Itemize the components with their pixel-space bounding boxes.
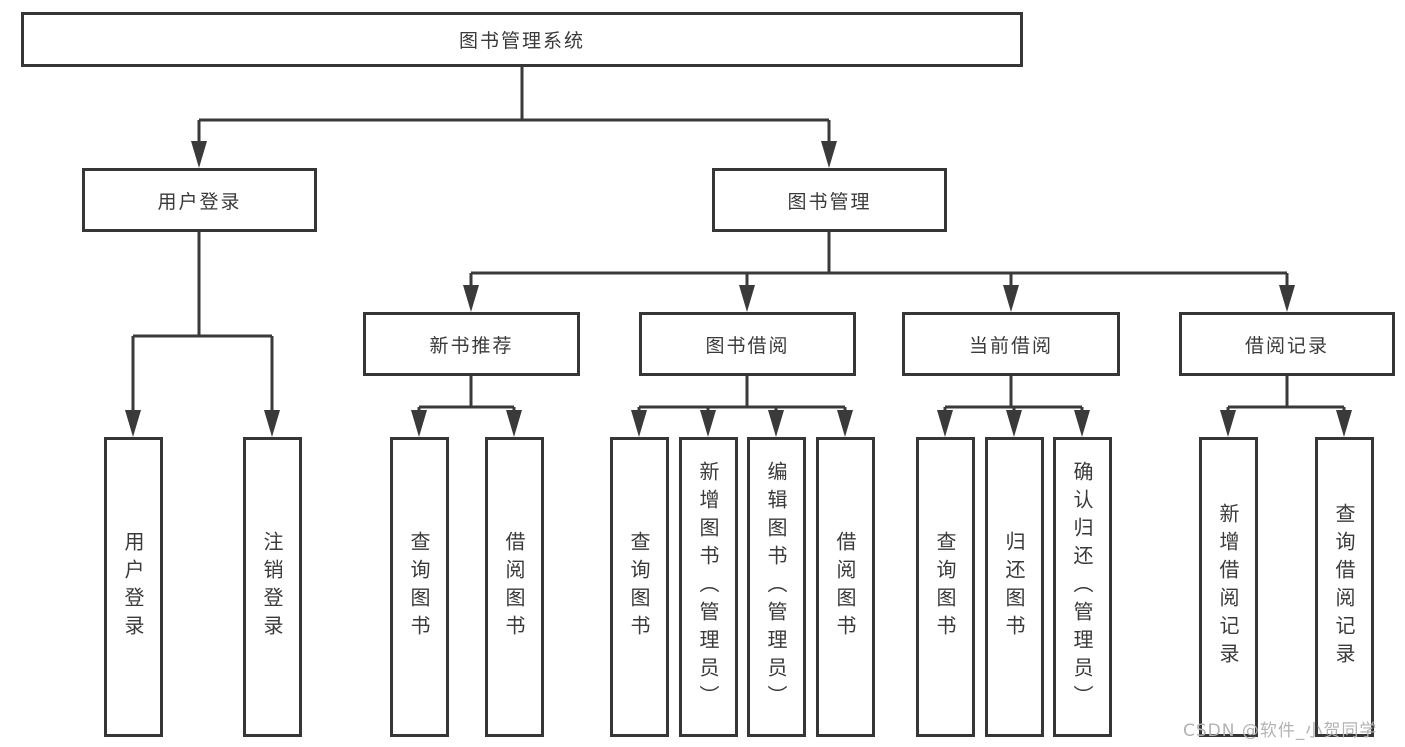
node-label: 确认归还（管理员） bbox=[1070, 461, 1094, 713]
leaf-query-books-recommend: 查询图书 bbox=[390, 437, 449, 737]
node-system-root: 图书管理系统 bbox=[21, 12, 1023, 67]
node-label: 图书管理系统 bbox=[458, 30, 585, 52]
node-label: 借阅图书 bbox=[833, 531, 857, 643]
leaf-confirm-return-admin: 确认归还（管理员） bbox=[1053, 437, 1112, 737]
node-label: 查询图书 bbox=[933, 531, 957, 643]
node-label: 编辑图书（管理员） bbox=[764, 461, 788, 713]
node-label: 图书借阅 bbox=[705, 334, 790, 357]
leaf-user-login: 用户登录 bbox=[104, 437, 163, 737]
node-label: 图书管理 bbox=[787, 190, 872, 213]
leaf-query-books-borrow: 查询图书 bbox=[610, 437, 669, 737]
node-label: 借阅记录 bbox=[1244, 334, 1329, 357]
leaf-query-books-current: 查询图书 bbox=[916, 437, 975, 737]
csdn-watermark: CSDN @软件_小贺同学 bbox=[1183, 721, 1378, 741]
node-label: 查询图书 bbox=[407, 531, 431, 643]
node-label: 用户登录 bbox=[157, 190, 242, 213]
leaf-return-book: 归还图书 bbox=[985, 437, 1044, 737]
node-label: 查询图书 bbox=[627, 531, 651, 643]
node-label: 归还图书 bbox=[1002, 531, 1026, 643]
node-label: 新增借阅记录 bbox=[1216, 503, 1240, 671]
node-new-book-recommendation: 新书推荐 bbox=[363, 312, 580, 376]
node-label: 注销登录 bbox=[260, 531, 284, 643]
leaf-add-borrow-record: 新增借阅记录 bbox=[1199, 437, 1258, 737]
leaf-add-book-admin: 新增图书（管理员） bbox=[679, 437, 738, 737]
node-label: 新书推荐 bbox=[429, 334, 514, 357]
node-label: 新增图书（管理员） bbox=[696, 461, 720, 713]
node-user-login: 用户登录 bbox=[82, 168, 317, 232]
leaf-query-borrow-record: 查询借阅记录 bbox=[1315, 437, 1374, 737]
node-book-borrowing: 图书借阅 bbox=[639, 312, 856, 376]
node-label: 当前借阅 bbox=[968, 334, 1053, 357]
leaf-edit-book-admin: 编辑图书（管理员） bbox=[747, 437, 806, 737]
node-borrowing-records: 借阅记录 bbox=[1179, 312, 1395, 376]
node-book-management: 图书管理 bbox=[712, 168, 947, 232]
leaf-borrow-books-recommend: 借阅图书 bbox=[485, 437, 544, 737]
node-current-borrowing: 当前借阅 bbox=[902, 312, 1120, 376]
leaf-borrow-books: 借阅图书 bbox=[816, 437, 875, 737]
node-label: 用户登录 bbox=[121, 531, 145, 643]
node-label: 借阅图书 bbox=[502, 531, 526, 643]
node-label: 查询借阅记录 bbox=[1332, 503, 1356, 671]
leaf-logout: 注销登录 bbox=[243, 437, 302, 737]
